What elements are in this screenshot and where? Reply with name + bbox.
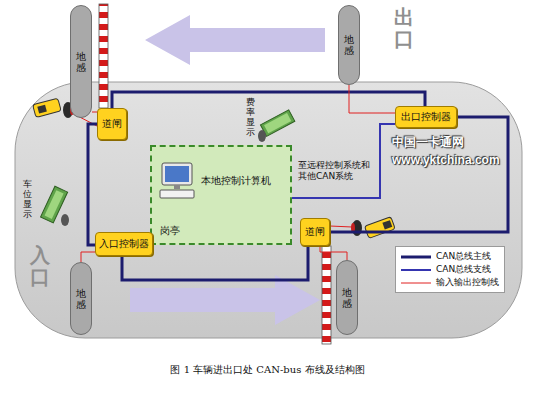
camera-lens [37,105,47,114]
direction-label: 入口 [30,244,50,288]
node-text: 地感 [344,34,354,56]
loop-sensor: 地感 [70,262,92,335]
connector-line [112,92,425,108]
legend-text: CAN总线支线 [436,263,491,276]
barrier-arm [322,246,331,344]
display-label: 车位显示 [23,180,32,220]
can-connector [112,92,425,108]
display-screen [45,190,64,219]
legend-line-sample [401,279,431,287]
figure-caption: 图 1 车辆进出口处 CAN-bus 布线及结构图 [0,363,535,377]
node-text: 地感 [76,51,86,73]
legend-row: CAN总线主线 [401,250,499,263]
direction-label: 出口 [394,6,414,50]
note-label: 至远程控制系统和其他CAN系统 [298,160,378,182]
legend-text: 输入输出控制线 [436,276,499,289]
connector-line [290,124,395,198]
node-text: 岗亭 [160,224,180,238]
loop-sensor: 地感 [70,5,92,118]
camera-lens [382,220,392,229]
display-label: 费率显示 [246,98,255,138]
legend-line [401,269,431,271]
connector-line [81,252,95,262]
traffic-island [15,82,522,338]
can-connector [290,124,395,198]
legend-line-sample [401,266,431,274]
sign-post [258,130,266,142]
controller-box: 出口控制器 [395,106,457,128]
entry-direction-arrow [130,275,320,325]
display-screen [264,113,291,133]
camera-symbol [364,217,395,239]
connector-line [320,246,347,260]
legend-text: CAN总线主线 [436,250,491,263]
node-text: 本地控制计算机 [201,174,271,188]
legend-box: CAN总线主线CAN总线支线输入输出控制线 [395,246,505,293]
can-connector [349,85,395,113]
speaker-symbol [352,220,362,236]
monitor-screen [165,166,189,182]
barrier-gate-box: 道闸 [97,108,127,140]
fee-display-sign [260,110,294,137]
can-connector [320,246,347,260]
sign-post [61,214,69,226]
node-text: 道闸 [305,225,325,239]
camera-body [33,98,61,117]
booth-region: 岗亭 本地控制计算机 [150,145,292,245]
camera-symbol [33,98,61,117]
node-text: 地感 [342,287,352,309]
can-connector [81,252,95,262]
node-text: 入口控制器 [99,237,149,251]
connector-line [349,85,395,113]
can-connector [330,117,508,232]
barrier-arm [99,4,108,108]
watermark: www.yktchina.com [392,153,500,167]
legend-row: 输入输出控制线 [401,276,499,289]
barrier-gate-box: 道闸 [300,218,330,246]
legend-row: CAN总线支线 [401,263,499,276]
monitor [162,163,192,185]
connector-line [88,124,97,245]
legend-line-sample [401,253,431,261]
computer-node: 本地控制计算机 [158,155,290,207]
monitor-stand [174,185,180,189]
legend-line [401,255,431,258]
control-wire [330,226,352,227]
node-text: 地感 [76,288,86,310]
loop-sensor: 地感 [336,260,358,335]
can-connector [88,124,97,245]
connector-line [330,117,508,232]
camera-body [364,217,395,239]
computer-icon [158,161,198,201]
legend-line [401,282,431,283]
display-panel [260,110,294,137]
keyboard [160,190,194,198]
loop-sensor: 地感 [338,5,360,85]
node-text: 出口控制器 [401,110,451,124]
exit-direction-arrow [145,15,325,65]
controller-box: 入口控制器 [95,232,153,256]
watermark: 中国一卡通网 [392,134,464,151]
node-text: 道闸 [102,117,122,131]
